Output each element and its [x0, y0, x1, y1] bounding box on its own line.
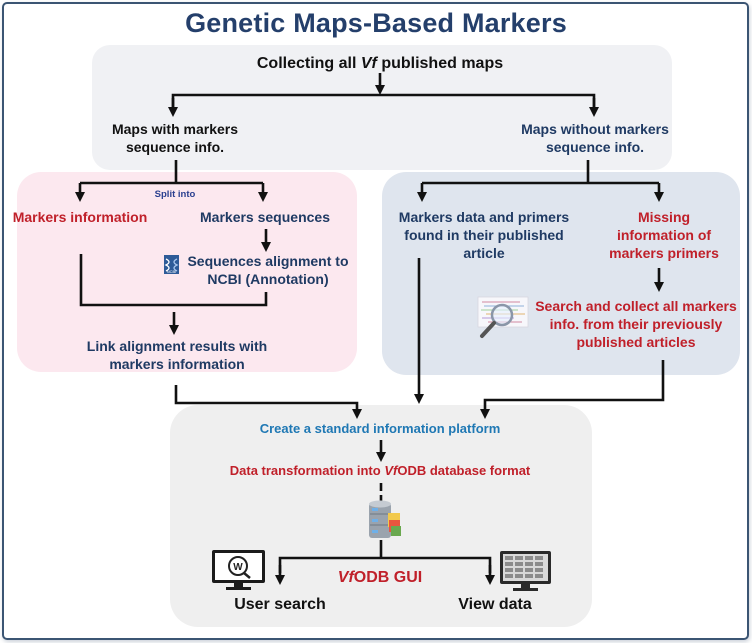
svg-text:NCBI: NCBI — [167, 269, 177, 274]
markers-information-label: Markers information — [12, 209, 148, 225]
markers-found-label: Markers data and primers found in their … — [398, 209, 570, 262]
link-alignment-label: Link alignment results with markers info… — [86, 338, 268, 373]
collect-maps-label: Collecting all Vf published maps — [256, 55, 504, 72]
maps-with-sequence-label: Maps with markers sequence info. — [111, 121, 239, 156]
user-search-label: User search — [234, 596, 326, 613]
standard-platform-label: Create a standard information platform — [259, 421, 501, 436]
database-icon — [369, 500, 401, 538]
arrow-left-to-platform — [174, 385, 362, 419]
arrow-search-to-platform — [480, 360, 665, 419]
svg-text:W: W — [233, 562, 243, 573]
view-data-label: View data — [458, 596, 532, 613]
left-panel — [17, 172, 357, 372]
sequences-alignment-label: Sequences alignment to NCBI (Annotation) — [187, 253, 349, 288]
missing-primers-label: Missing information of markers primers — [609, 209, 719, 262]
maps-without-sequence-label: Maps without markers sequence info. — [521, 121, 669, 156]
right-panel — [382, 172, 740, 375]
search-collect-label: Search and collect all markers info. fro… — [535, 298, 737, 351]
monitor-data-icon — [500, 551, 551, 591]
top-panel — [92, 45, 672, 170]
diagram-title: Genetic Maps-Based Markers — [185, 8, 567, 38]
monitor-search-icon: W — [212, 550, 265, 590]
magnifier-icon — [477, 296, 529, 338]
data-transformation-label: Data transformation into VfODB database … — [229, 463, 531, 478]
vfodb-gui-label: VfODB GUI — [337, 569, 423, 586]
markers-sequences-label: Markers sequences — [200, 209, 330, 225]
connector-merge-left — [79, 254, 268, 307]
ncbi-logo-icon: NCBI — [164, 255, 179, 274]
split-into-label: Split into — [154, 189, 196, 200]
